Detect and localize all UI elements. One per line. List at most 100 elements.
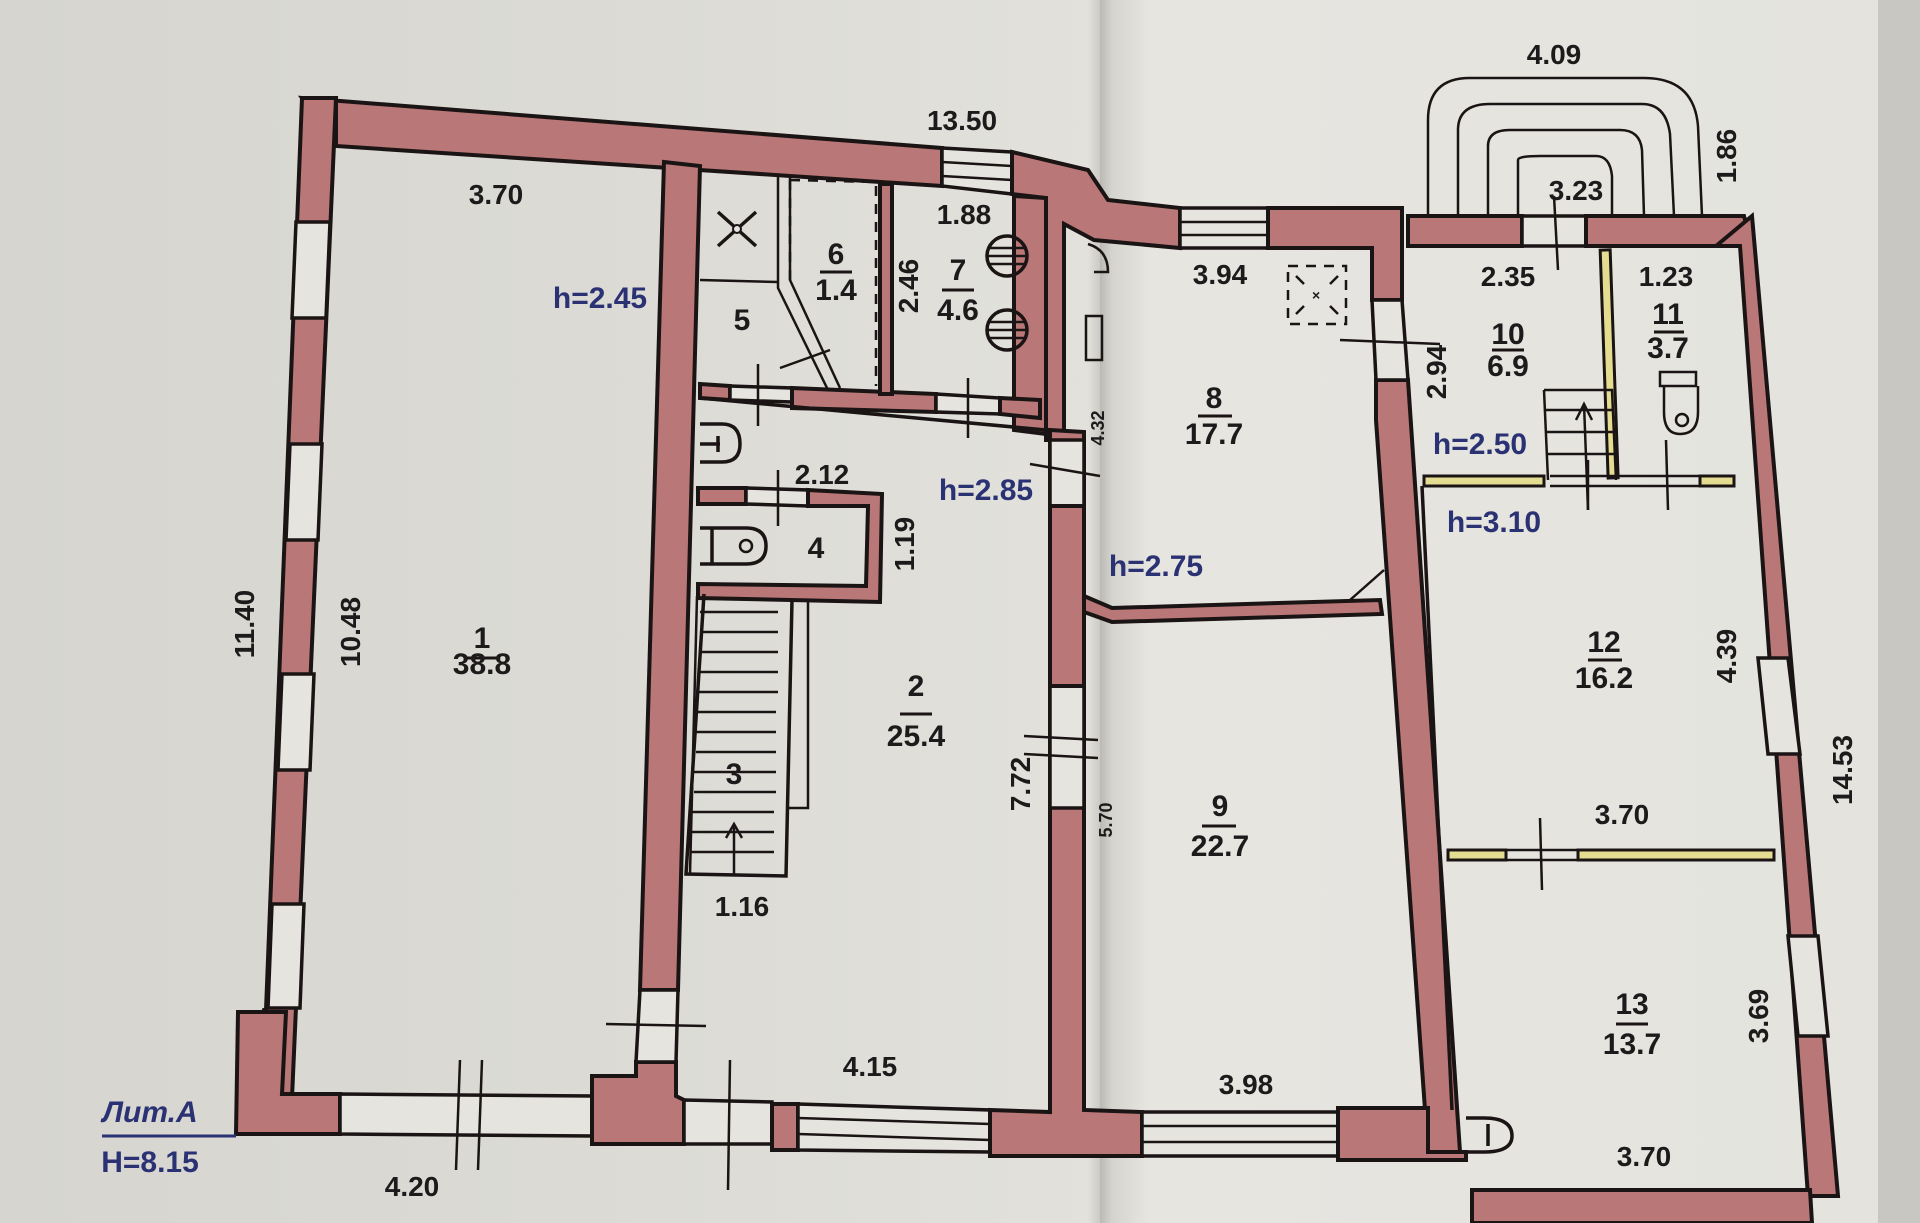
porch-steps	[1426, 76, 1704, 217]
window-left-1	[290, 220, 332, 320]
wall-top-left	[297, 95, 944, 189]
ceiling-height-1: h=2.45	[553, 282, 647, 315]
room-8-label: 8 17.7	[1185, 382, 1243, 451]
dim-room7-length: 2.46	[893, 259, 924, 314]
window-top-2	[1178, 206, 1270, 250]
dim-room11-width: 1.23	[1639, 261, 1694, 292]
toilet-4-icon	[700, 526, 768, 566]
room-5-label: 5	[734, 304, 751, 337]
dim-room2-length: 7.72	[1005, 757, 1036, 812]
dim-top-overall: 13.50	[927, 105, 997, 136]
vent-8-icon: ×	[1286, 264, 1348, 326]
svg-text:12: 12	[1587, 626, 1620, 659]
dim-room13-width: 3.70	[1617, 1141, 1672, 1172]
dim-room10-width: 2.35	[1481, 261, 1536, 292]
svg-text:8: 8	[1206, 382, 1223, 415]
dim-room8-side: 4.32	[1088, 410, 1108, 445]
dim-right-overall: 14.53	[1827, 735, 1858, 805]
ceiling-height-12: h=3.10	[1447, 506, 1541, 539]
svg-text:13.7: 13.7	[1603, 1028, 1661, 1061]
wall-4-box	[696, 487, 885, 605]
window-8-10	[1370, 298, 1410, 382]
dim-porch-depth: 1.86	[1711, 129, 1742, 184]
wall-top-right	[1266, 206, 1404, 302]
window-left-4	[266, 902, 306, 1010]
dim-room12-width: 3.70	[1595, 799, 1650, 830]
dim-room1-width: 3.70	[469, 179, 524, 210]
partition-12-13	[1446, 848, 1508, 862]
dim-room1-length: 10.48	[335, 597, 366, 667]
svg-text:7: 7	[950, 254, 967, 287]
svg-text:10: 10	[1491, 318, 1524, 351]
room-13-label: 13 13.7	[1603, 988, 1661, 1061]
dim-porch-inner: 3.23	[1549, 175, 1604, 206]
wall-bottom-right	[1470, 1188, 1815, 1223]
sink-2-icon	[700, 422, 742, 464]
room-12-label: 12 16.2	[1575, 626, 1633, 695]
dim-room7-width: 1.88	[937, 199, 992, 230]
dim-stair-width: 1.16	[715, 891, 770, 922]
room-3-label: 3	[726, 758, 743, 791]
svg-text:6.9: 6.9	[1487, 350, 1529, 383]
page-edge	[1878, 0, 1920, 1223]
window-right-2	[1786, 934, 1830, 1038]
room-6-label: 6 1.4	[815, 238, 857, 307]
building-lit-label: Лит.А	[100, 1096, 197, 1129]
room-2-label: 2 25.4	[887, 670, 946, 753]
room-11-label: 11 3.7	[1647, 298, 1689, 365]
dim-left-overall: 11.40	[229, 590, 260, 659]
dim-room9-width: 3.98	[1219, 1069, 1274, 1100]
staircase-3	[684, 593, 810, 878]
fan-5-icon	[716, 210, 758, 248]
svg-text:22.7: 22.7	[1191, 830, 1249, 863]
room-9-label: 9 22.7	[1191, 790, 1249, 863]
door-2-9	[1048, 684, 1086, 810]
wall-top-porch-left	[1406, 214, 1524, 248]
dim-room4-length: 1.19	[889, 517, 920, 572]
dim-room8-width: 3.94	[1193, 259, 1248, 290]
room-10-label: 10 6.9	[1487, 318, 1529, 383]
room-1-label: 1 38.8	[453, 622, 511, 681]
wall-4-top-a	[696, 486, 748, 506]
svg-text:9: 9	[1212, 790, 1229, 823]
svg-text:13: 13	[1615, 988, 1648, 1021]
svg-text:1: 1	[474, 622, 491, 655]
ceiling-height-8: h=2.75	[1109, 550, 1203, 583]
window-right-1	[1756, 656, 1802, 756]
dim-bottom-left: 4.20	[385, 1171, 440, 1202]
building-height-label: H=8.15	[101, 1146, 199, 1179]
toilet-11-icon	[1658, 370, 1700, 436]
room-7-label: 7 4.6	[937, 254, 979, 327]
window-bottom-2	[796, 1102, 992, 1154]
dim-room2-width: 4.15	[843, 1051, 898, 1082]
dim-room13-length: 3.69	[1743, 989, 1774, 1044]
dim-room4-width: 2.12	[795, 459, 850, 490]
partition-11-12	[1698, 474, 1736, 488]
svg-text:16.2: 16.2	[1575, 662, 1633, 695]
svg-text:17.7: 17.7	[1185, 418, 1243, 451]
svg-text:×: ×	[1312, 287, 1320, 303]
svg-text:25.4: 25.4	[887, 720, 946, 753]
labels: 1 38.8 2 25.4 3 4 5 6 1.4 7 4.6	[100, 39, 1858, 1202]
dim-room12-length: 4.39	[1711, 629, 1742, 684]
svg-text:11: 11	[1652, 298, 1684, 331]
svg-text:6: 6	[828, 238, 845, 271]
door-5	[728, 384, 794, 404]
svg-text:3.7: 3.7	[1647, 332, 1689, 365]
svg-text:1.4: 1.4	[815, 274, 857, 307]
window-left-3	[276, 672, 316, 772]
svg-text:4.6: 4.6	[937, 294, 979, 327]
window-top-1	[940, 146, 1014, 196]
window-left-2	[284, 442, 324, 542]
wall-6-7	[878, 182, 894, 396]
wall-bottom-post	[770, 1102, 800, 1152]
porch-door	[1520, 214, 1588, 248]
partition-10-12	[1422, 474, 1546, 488]
wall-bottom-t1	[590, 1060, 686, 1146]
wall-2-8-lower	[1048, 504, 1086, 688]
ceiling-height-10: h=2.50	[1433, 428, 1527, 461]
room-4-label: 4	[808, 532, 825, 565]
wall-7-bottom-end	[998, 395, 1042, 421]
